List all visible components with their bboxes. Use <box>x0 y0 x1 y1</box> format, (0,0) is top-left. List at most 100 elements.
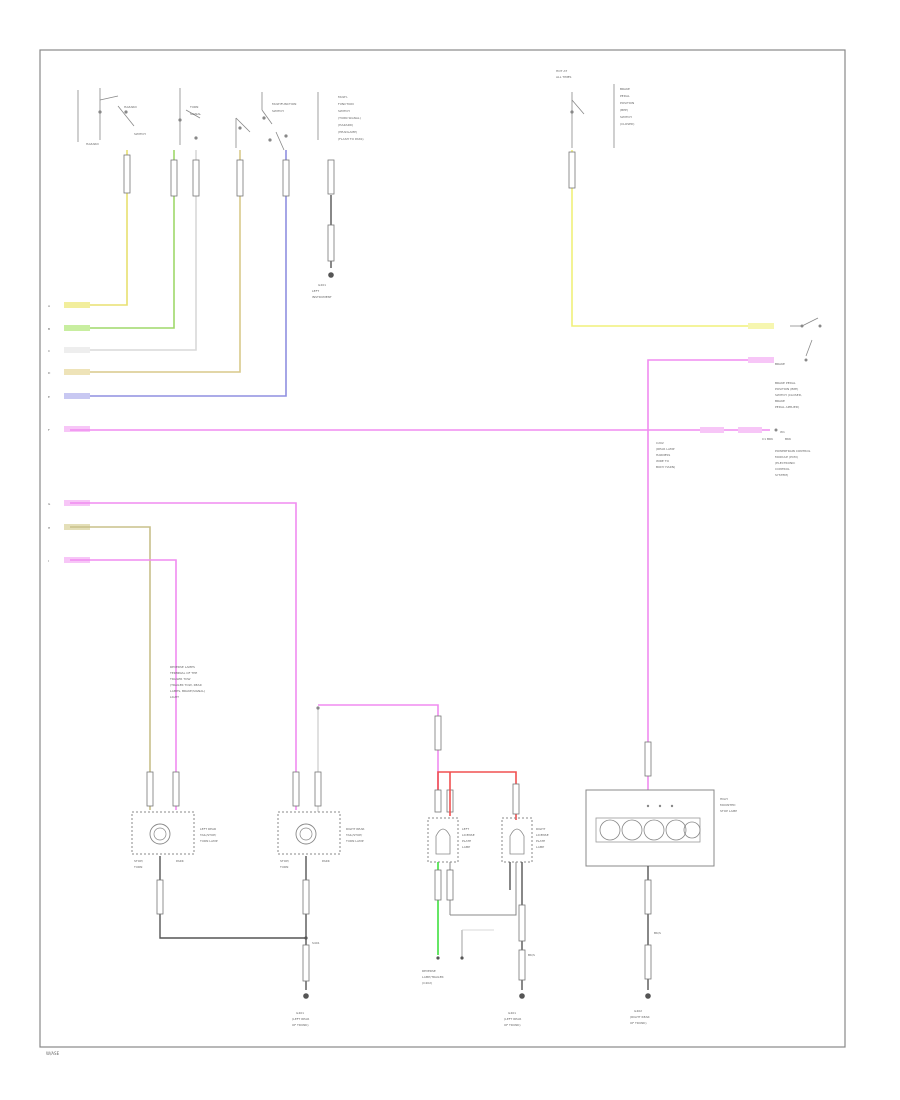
right-license-lamp: RIGHT LICENSE PLATE LAMP <box>501 817 549 863</box>
labels-top-left: HAZARD HAZARD SWITCH TURN SIGNAL MULTIFU… <box>86 95 364 299</box>
connectors-top-left <box>123 154 335 197</box>
svg-text:OF TRUNK): OF TRUNK) <box>504 1023 521 1027</box>
svg-text:B: B <box>48 327 50 331</box>
high-mount-stop-lamp: HIGH MOUNTED STOP LAMP <box>585 789 737 867</box>
svg-text:D: D <box>48 371 51 375</box>
svg-text:SWITCH: SWITCH <box>338 109 350 113</box>
left-rear-lamp: LEFT REAR TAIL/STOP/ TURN LAMP STOP/ TUR… <box>131 811 218 869</box>
svg-text:INSTRUMENT: INSTRUMENT <box>312 295 332 299</box>
svg-text:(HEADLAMP): (HEADLAMP) <box>338 130 357 134</box>
svg-text:(RIGHT REAR: (RIGHT REAR <box>630 1015 650 1019</box>
switch-top-right: HOT AT ALL TIMES BRAKE PEDAL POSITION (B… <box>556 69 634 148</box>
wire-white <box>70 150 197 351</box>
svg-text:S401: S401 <box>312 941 320 945</box>
svg-text:(ELECTRONIC: (ELECTRONIC <box>775 461 795 465</box>
svg-text:TAIL/STOP/: TAIL/STOP/ <box>199 833 217 837</box>
svg-text:OF TRUNK): OF TRUNK) <box>630 1021 647 1025</box>
svg-text:REVERSE: REVERSE <box>422 969 436 973</box>
svg-text:LICENSE: LICENSE <box>536 833 549 837</box>
svg-text:LAMP/TRAILER: LAMP/TRAILER <box>422 975 444 979</box>
svg-text:SWITCH: SWITCH <box>272 109 284 113</box>
svg-text:HAZARD: HAZARD <box>86 142 100 146</box>
svg-text:POSITION (BPP): POSITION (BPP) <box>775 387 798 391</box>
svg-text:(FLASH TO PASS): (FLASH TO PASS) <box>338 137 364 141</box>
svg-text:(LEFT REAR: (LEFT REAR <box>292 1017 309 1021</box>
svg-text:G201: G201 <box>318 283 326 287</box>
svg-text:E: E <box>48 395 50 399</box>
svg-text:MODULE (PCM): MODULE (PCM) <box>775 455 798 459</box>
svg-text:TURN: TURN <box>133 865 142 869</box>
wire-tan <box>70 150 241 373</box>
svg-text:STOP LAMP: STOP LAMP <box>720 809 737 813</box>
svg-text:CONTROL: CONTROL <box>775 467 790 471</box>
svg-text:TERMINAL OF THE: TERMINAL OF THE <box>169 671 197 675</box>
svg-text:(BPP): (BPP) <box>620 108 628 112</box>
wire-labels-left: A B C D E F G H I <box>48 302 90 563</box>
svg-text:SYSTEM): SYSTEM) <box>775 473 788 477</box>
left-license-lamp: LEFT LICENSE PLATE LAMP <box>427 817 475 863</box>
svg-text:BRAKE: BRAKE <box>775 399 785 403</box>
svg-text:I: I <box>48 559 49 563</box>
svg-text:BODY HARN): BODY HARN) <box>656 465 675 469</box>
wire-pink-horizontal: W1 C1 BRK B66 POWERTRAIN CONTROL MODULE … <box>70 427 811 477</box>
svg-text:BK/S: BK/S <box>654 931 661 935</box>
svg-text:LAMP: LAMP <box>536 845 544 849</box>
svg-text:PARK: PARK <box>322 859 331 863</box>
wire-olive-h <box>70 526 154 810</box>
svg-text:BRAKE PEDAL: BRAKE PEDAL <box>775 381 796 385</box>
svg-text:HARNESS: HARNESS <box>656 453 670 457</box>
svg-text:G402: G402 <box>634 1009 642 1013</box>
wire-yellow <box>70 150 128 306</box>
svg-text:WIRE TO: WIRE TO <box>656 459 670 463</box>
wire-red <box>434 771 520 820</box>
svg-text:ALL TIMES: ALL TIMES <box>556 75 572 79</box>
svg-text:REVERSE LAMPS: REVERSE LAMPS <box>170 665 195 669</box>
svg-text:LAMPS, BRAKE/SIGNAL): LAMPS, BRAKE/SIGNAL) <box>170 689 205 693</box>
svg-text:C1 BRK: C1 BRK <box>762 437 774 441</box>
svg-text:BK/S: BK/S <box>528 953 535 957</box>
svg-text:G401: G401 <box>296 1011 304 1015</box>
svg-text:SIGNAL: SIGNAL <box>190 112 201 116</box>
svg-text:A: A <box>48 304 51 308</box>
svg-text:F: F <box>48 428 50 432</box>
svg-text:LAMP: LAMP <box>462 845 470 849</box>
svg-text:PLATE: PLATE <box>462 839 471 843</box>
svg-text:BRAKE: BRAKE <box>775 362 785 366</box>
svg-text:POSITION: POSITION <box>620 101 634 105</box>
svg-text:HIGH: HIGH <box>720 797 728 801</box>
svg-text:C: C <box>48 349 50 353</box>
svg-text:RIGHT REAR: RIGHT REAR <box>346 827 364 831</box>
ground-top-left: G201 <box>318 195 335 287</box>
wire-pink-i: REVERSE LAMPS TERMINAL OF THE TRAILER TO… <box>70 559 205 810</box>
wire-blue <box>70 150 287 397</box>
diagram-border <box>39 49 846 1048</box>
svg-text:MOUNTED: MOUNTED <box>720 803 736 807</box>
svg-text:(TRAILER TOW, REAR: (TRAILER TOW, REAR <box>170 683 202 687</box>
svg-text:OF TRUNK): OF TRUNK) <box>292 1023 309 1027</box>
svg-text:LEFT REAR: LEFT REAR <box>200 827 216 831</box>
svg-text:(LEFT REAR: (LEFT REAR <box>504 1017 521 1021</box>
switch-assembly-top-left <box>77 88 319 151</box>
svg-text:LIGHT: LIGHT <box>170 695 179 699</box>
svg-text:HOT AT: HOT AT <box>556 69 567 73</box>
svg-text:TURN LAMP: TURN LAMP <box>199 839 218 843</box>
svg-text:FUNCTION: FUNCTION <box>338 102 354 106</box>
svg-text:TAIL/STOP/: TAIL/STOP/ <box>345 833 363 837</box>
svg-text:H: H <box>48 526 50 530</box>
svg-text:PLATE: PLATE <box>536 839 545 843</box>
svg-text:(HAZARD): (HAZARD) <box>338 123 353 127</box>
svg-text:TRAILER TOW: TRAILER TOW <box>169 677 191 681</box>
svg-text:G401: G401 <box>508 1011 516 1015</box>
svg-text:SWITCH (CLOSED,: SWITCH (CLOSED, <box>775 393 802 397</box>
wire-pink-right <box>644 359 748 790</box>
wire-white-right-lamp <box>314 706 322 812</box>
svg-text:W1: W1 <box>780 430 785 434</box>
ground-lamps: S401 G401 (LEFT REAR OF TRUNK) <box>156 856 320 1027</box>
svg-text:LEFT: LEFT <box>312 289 319 293</box>
switch-right: BRAKE BRAKE PEDAL POSITION (BPP) SWITCH … <box>748 317 822 409</box>
svg-text:PEDAL: PEDAL <box>620 94 630 98</box>
svg-text:(TURN SIGNAL): (TURN SIGNAL) <box>338 116 361 120</box>
svg-text:HAZARD: HAZARD <box>124 105 138 109</box>
footer-label: W/ASE <box>46 1051 60 1056</box>
